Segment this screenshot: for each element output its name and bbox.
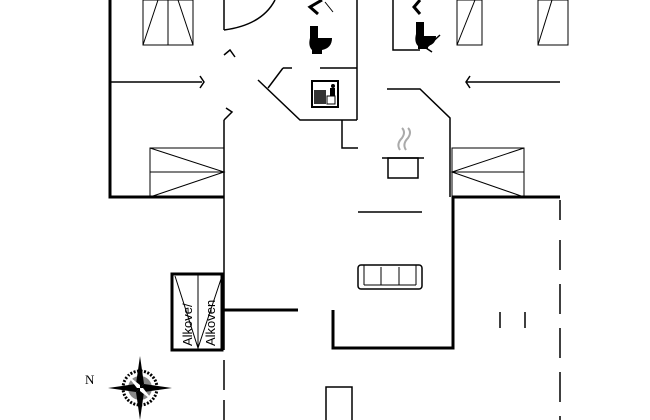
compass-north-label: N xyxy=(85,372,95,387)
sofa-icon xyxy=(357,264,423,290)
toilet-icon xyxy=(415,22,436,49)
bed-icon xyxy=(142,0,194,46)
toilet-icon xyxy=(309,26,332,54)
alcove-label-1: Alkove/ xyxy=(180,303,195,346)
kitchen-pot-icon xyxy=(382,127,424,179)
bed-icon xyxy=(456,0,569,46)
alcove: Alkove/ Alkoven xyxy=(170,272,224,352)
stairs-icon xyxy=(450,147,525,198)
stairs-icon xyxy=(149,147,226,198)
walls xyxy=(108,0,561,420)
compass-rose-icon xyxy=(108,356,172,420)
shower-icon xyxy=(412,0,422,15)
alcove-label-2: Alkoven xyxy=(203,300,218,346)
sauna-icon xyxy=(311,80,339,108)
shower-icon xyxy=(307,0,334,16)
